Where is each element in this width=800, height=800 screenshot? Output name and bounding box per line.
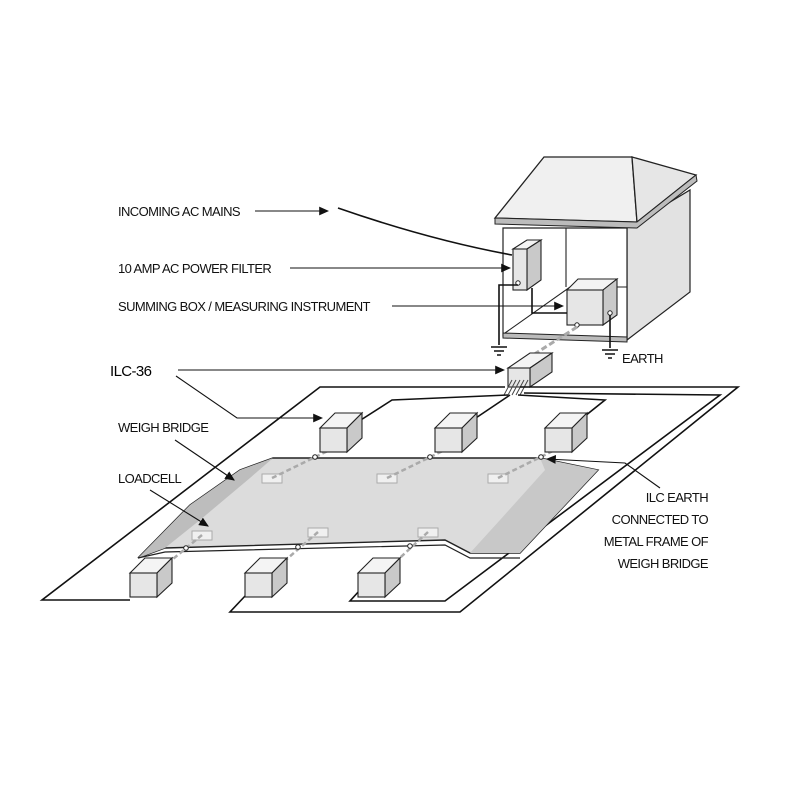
ilc-box	[543, 411, 589, 454]
label-ilc36: ILC-36	[110, 363, 152, 380]
earth-symbol-right	[602, 349, 618, 359]
ilc36-box	[503, 351, 554, 396]
ilc-box	[356, 556, 402, 599]
earth-junctions	[183, 454, 544, 551]
label-loadcell: LOADCELL	[118, 471, 181, 486]
roof-eave	[494, 174, 698, 229]
earth-symbol-left	[491, 346, 507, 356]
label-ilc-earth-line1: ILC EARTH	[646, 490, 708, 505]
loadcell	[487, 473, 509, 484]
ilc-box	[318, 411, 364, 454]
label-ilc-earth-line2: CONNECTED TO	[612, 512, 709, 527]
label-power-filter: 10 AMP AC POWER FILTER	[118, 261, 271, 276]
callouts	[149, 206, 661, 527]
label-ilc-earth-line3: METAL FRAME OF	[604, 534, 709, 549]
ilc-boxes	[128, 411, 589, 599]
loadcell-wiring	[39, 386, 741, 613]
loadcell	[376, 473, 398, 484]
ilc-box	[243, 556, 289, 599]
earth-label: EARTH	[622, 351, 663, 366]
summing-box	[565, 277, 619, 328]
label-ilc-earth-line4: WEIGH BRIDGE	[618, 556, 709, 571]
ac-mains-cable	[337, 207, 513, 256]
filter-to-summing-wire	[531, 288, 567, 314]
filter-earth-wire	[498, 284, 518, 345]
label-incoming-ac-mains: INCOMING AC MAINS	[118, 204, 241, 219]
ilc-box	[128, 556, 174, 599]
label-weigh-bridge: WEIGH BRIDGE	[118, 420, 209, 435]
ilc-box	[433, 411, 479, 454]
weigh-bridge-platform	[137, 457, 600, 559]
label-summing-box: SUMMING BOX / MEASURING INSTRUMENT	[118, 299, 371, 314]
power-filter-box	[511, 238, 543, 292]
roof-front	[493, 156, 638, 223]
house-floor-edge	[502, 332, 628, 343]
loadcell	[261, 473, 283, 484]
